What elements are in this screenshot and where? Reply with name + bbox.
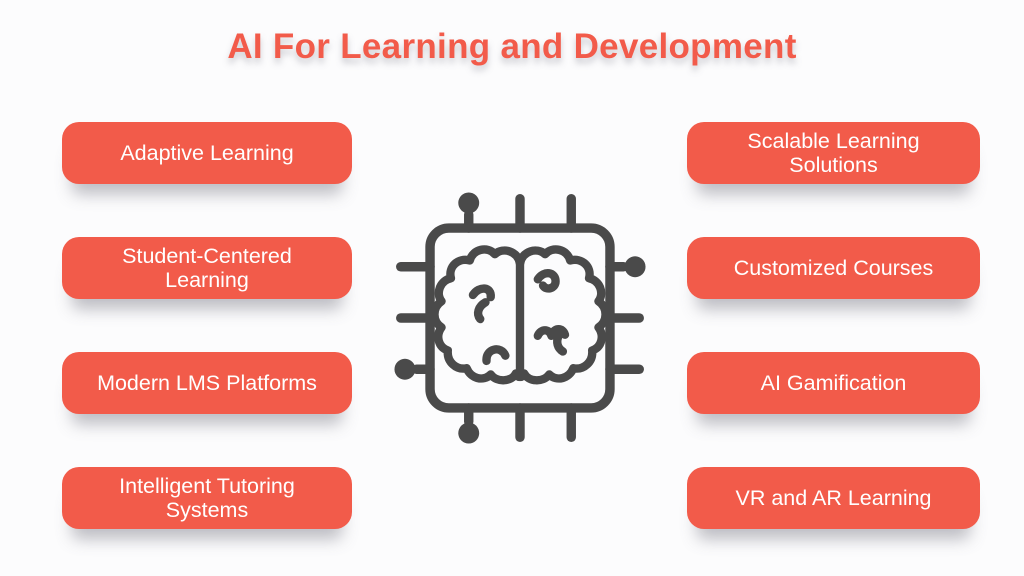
pill-student-centered-learning: Student-Centered Learning — [62, 237, 352, 299]
left-column: Adaptive Learning Student-Centered Learn… — [62, 122, 352, 529]
brain-detail-left-lower — [482, 345, 510, 366]
pill-label: Modern LMS Platforms — [97, 370, 317, 395]
chip-outline — [425, 223, 615, 413]
pill-modern-lms-platforms: Modern LMS Platforms — [62, 352, 352, 414]
pill-scalable-learning-solutions: Scalable Learning Solutions — [687, 122, 980, 184]
page-title: AI For Learning and Development — [227, 27, 797, 66]
pill-label: Intelligent Tutoring Systems — [119, 473, 295, 522]
pill-intelligent-tutoring-systems: Intelligent Tutoring Systems — [62, 467, 352, 529]
pill-label: Scalable Learning Solutions — [747, 128, 920, 177]
pill-ai-gamification: AI Gamification — [687, 352, 980, 414]
pill-label: Customized Courses — [733, 255, 934, 280]
pill-label: VR and AR Learning — [735, 485, 932, 510]
right-column: Scalable Learning Solutions Customized C… — [687, 122, 980, 529]
brain-detail-left-upper — [468, 284, 495, 324]
brain-outline — [430, 245, 610, 385]
pill-adaptive-learning: Adaptive Learning — [62, 122, 352, 184]
pill-label: AI Gamification — [760, 370, 907, 395]
brain-detail-right-lower — [533, 325, 570, 356]
pill-vr-and-ar-learning: VR and AR Learning — [687, 467, 980, 529]
brain-chip-icon — [384, 180, 656, 456]
pill-label: Adaptive Learning — [120, 140, 294, 165]
chip-pins — [394, 192, 646, 444]
pill-label: Student-Centered Learning — [122, 243, 292, 292]
brain-detail-right-upper — [533, 269, 560, 293]
pill-customized-courses: Customized Courses — [687, 237, 980, 299]
